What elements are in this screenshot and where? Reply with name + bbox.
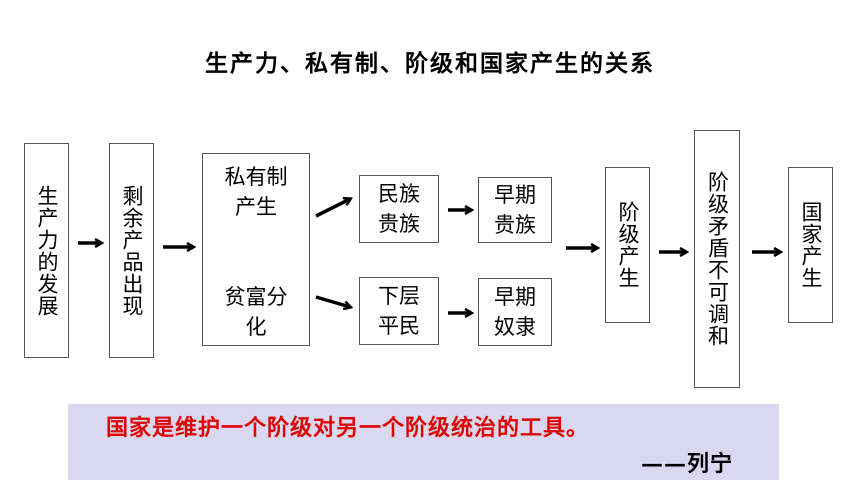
- node-commoners-label: 下层平民: [378, 283, 420, 338]
- arrow-private-to-commoners: [315, 295, 350, 307]
- node-state-label: 国家产生: [799, 201, 823, 289]
- node-early-nobles: 早期贵族: [478, 177, 552, 243]
- node-conflict-label: 阶级矛盾不可调和: [705, 171, 730, 347]
- node-class-conflict: 阶级矛盾不可调和: [694, 130, 740, 388]
- quote-box: 国家是维护一个阶级对另一个阶级统治的工具。 ——列宁: [68, 404, 779, 480]
- node-surplus: 剩余产品出现: [109, 143, 154, 358]
- arrow-private-to-nobles: [315, 199, 350, 218]
- node-state: 国家产生: [788, 167, 833, 323]
- node-commoners: 下层平民: [359, 277, 439, 345]
- node-early-nobles-label: 早期贵族: [494, 182, 536, 237]
- node-private-ownership: 私有制产生 贫富分化: [202, 153, 310, 346]
- quote-text: 国家是维护一个阶级对另一个阶级统治的工具。: [106, 415, 590, 441]
- diagram-title: 生产力、私有制、阶级和国家产生的关系: [205, 50, 655, 77]
- node-early-slaves: 早期奴隶: [478, 278, 552, 346]
- node-productivity-label: 生产力的发展: [35, 184, 59, 317]
- node-classes-label: 阶级产生: [616, 201, 640, 289]
- node-productivity: 生产力的发展: [24, 143, 69, 358]
- quote-author: ——列宁: [640, 451, 733, 477]
- node-surplus-label: 剩余产品出现: [120, 184, 144, 317]
- node-private-top-label: 私有制产生: [224, 165, 288, 220]
- node-nobles: 民族贵族: [359, 175, 439, 243]
- node-private-bottom-label: 贫富分化: [224, 285, 288, 340]
- node-classes: 阶级产生: [605, 167, 650, 323]
- node-nobles-label: 民族贵族: [378, 181, 420, 236]
- node-early-slaves-label: 早期奴隶: [494, 284, 536, 339]
